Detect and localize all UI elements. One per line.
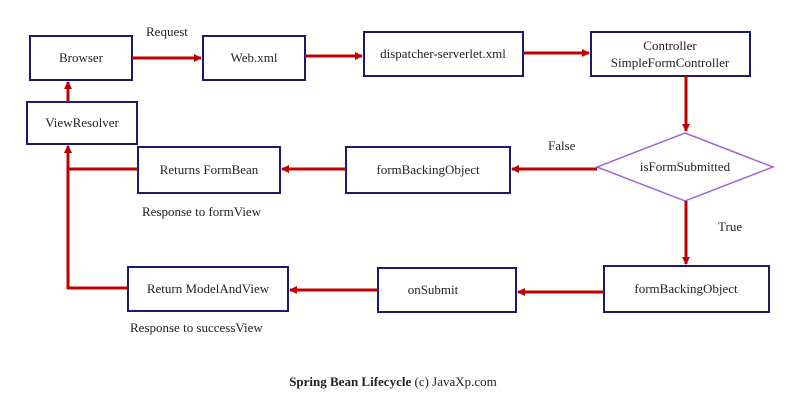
view-resolver-box	[26, 101, 138, 145]
form-backing-object-true-label: formBackingObject	[634, 281, 738, 296]
returns-form-bean-label: Returns FormBean	[160, 162, 259, 177]
browser-label: Browser	[59, 50, 104, 65]
view-resolver-label: ViewResolver	[45, 115, 119, 130]
arrow-returnmodelandview-to-viewresolver	[64, 145, 128, 290]
web-xml-box	[202, 35, 306, 81]
caption-title: Spring Bean Lifecycle	[289, 374, 412, 389]
arrow-returnsformbean-to-viewresolver	[64, 145, 138, 171]
form-backing-object-false-label: formBackingObject	[376, 162, 480, 177]
is-form-submitted-label: isFormSubmitted	[640, 159, 731, 174]
figure-caption: Spring Bean Lifecycle (c) JavaXp.com	[0, 374, 786, 390]
web-xml-label: Web.xml	[231, 50, 278, 65]
browser-box	[29, 35, 133, 81]
dispatcher-label: dispatcher-serverlet.xml	[380, 46, 506, 61]
form-backing-object-false-box	[345, 146, 511, 194]
response-success-view-label: Response to successView	[130, 320, 263, 335]
on-submit-box	[377, 267, 517, 313]
return-model-and-view-label: Return ModelAndView	[147, 281, 270, 296]
return-model-and-view-box	[127, 266, 289, 312]
false-label: False	[548, 138, 576, 153]
caption-credit: (c) JavaXp.com	[414, 374, 497, 389]
dispatcher-box	[363, 31, 524, 77]
response-form-view-label: Response to formView	[142, 204, 262, 219]
controller-box	[590, 31, 751, 77]
true-label: True	[718, 219, 742, 234]
controller-label-line2: SimpleFormController	[611, 55, 730, 70]
on-submit-label: onSubmit	[408, 282, 459, 297]
controller-label-line1: Controller	[643, 38, 697, 53]
request-label: Request	[146, 24, 188, 39]
form-backing-object-true-box	[603, 265, 770, 313]
